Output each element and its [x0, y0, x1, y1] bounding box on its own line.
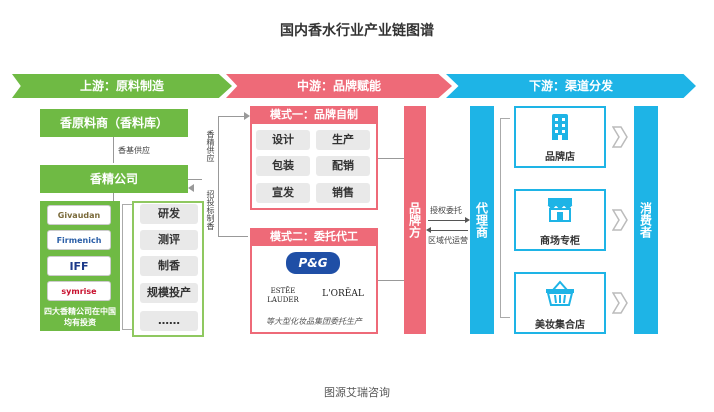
stage-upstream-label: 上游：原料制造 [79, 79, 164, 93]
fragrance-down-line [113, 193, 114, 201]
logo-symrise: symrise [47, 281, 111, 301]
building-icon [552, 114, 568, 140]
chevron-mall-counter-icon [611, 209, 628, 235]
channel-mall-counter-label: 商场专柜 [540, 236, 580, 247]
region-arrow [428, 230, 468, 231]
arrow-to-fragrance [188, 184, 194, 192]
mode2-title: 模式二：委托代工 [270, 230, 358, 243]
agent-box: 代理商 [470, 106, 494, 334]
mode2-title-bar: 模式二：委托代工 [250, 228, 378, 246]
storefront-icon [546, 196, 574, 222]
mode1-production: 生产 [316, 130, 370, 150]
task-mass-production: 规模投产 [140, 283, 198, 303]
stage-downstream-label: 下游：渠道分发 [528, 79, 613, 93]
channel-brand-store-label: 品牌店 [545, 152, 575, 163]
basket-icon [545, 280, 575, 306]
task-blending: 制香 [140, 256, 198, 276]
flavor-supply-label: 香基供应 [118, 146, 150, 155]
mode1-sales: 销售 [316, 183, 370, 203]
mode1-promotion: 宣发 [256, 183, 310, 203]
chevron-beauty-store-icon [611, 292, 628, 318]
task-evaluation: 测评 [140, 230, 198, 250]
auth-label: 授权委托 [430, 206, 462, 215]
fragrance-company-label: 香精公司 [89, 172, 138, 186]
mode1-design: 设计 [256, 130, 310, 150]
mode1-title-bar: 模式一：品牌自制 [250, 106, 378, 124]
fragrance-company-box: 香精公司 [40, 165, 188, 193]
logo-givaudan: Givaudan [47, 205, 111, 225]
auth-arrow [428, 220, 468, 221]
diagram-title: 国内香水行业产业链图谱 [280, 23, 434, 39]
mode1-to-brand-line [378, 158, 404, 159]
brand-estee-lauder-logo: ESTĒE LAUDER [267, 287, 299, 304]
agent-label: 代理商 [474, 202, 489, 238]
connector-mode2 [218, 236, 248, 237]
logos-note: 四大香精公司在中国均有投资 [44, 307, 116, 327]
brand-party-box: 品牌方 [404, 106, 426, 334]
stage-upstream: 上游：原料制造 [12, 74, 232, 98]
consumer-box: 消费者 [634, 106, 658, 334]
brand-pg-logo: P&G [286, 252, 340, 274]
mode2-to-brand-line [378, 280, 404, 281]
flavor-supply-vertical: 香精供应 [206, 130, 215, 162]
logo-firmenich: Firmenich [47, 230, 111, 250]
consumer-label: 消费者 [638, 202, 653, 238]
raw-material-box: 香原料商（香料库） [40, 109, 188, 137]
raw-to-fragrance-line [113, 137, 114, 163]
task-etc: …… [140, 311, 198, 331]
bid-label-vertical: 招投标制香 [206, 190, 215, 230]
task-research: 研发 [140, 204, 198, 224]
mode2-note: 等大型化妆品集团委托生产 [266, 317, 362, 326]
channel-bracket [500, 118, 510, 318]
task-bracket [122, 204, 132, 330]
brand-loreal-logo: L'ORĒAL [322, 289, 364, 299]
region-arrowhead [426, 227, 431, 233]
stage-midstream-label: 中游：品牌赋能 [296, 79, 381, 93]
stage-downstream: 下游：渠道分发 [446, 74, 696, 98]
source-caption: 图源艾瑞咨询 [324, 386, 390, 399]
raw-material-label: 香原料商（香料库） [59, 116, 168, 130]
brand-party-label: 品牌方 [407, 202, 422, 238]
connector-mode1 [218, 116, 248, 117]
mode1-distribution: 配销 [316, 156, 370, 176]
arrow-to-mode1 [244, 112, 250, 120]
stage-midstream: 中游：品牌赋能 [226, 74, 452, 98]
chevron-brand-store-icon [611, 126, 628, 152]
region-label: 区域代运营 [428, 236, 468, 245]
mode1-packaging: 包装 [256, 156, 310, 176]
auth-arrowhead [465, 217, 470, 223]
connector-top-h [188, 179, 202, 180]
channel-beauty-store-label: 美妆集合店 [535, 320, 585, 331]
logo-iff: IFF [47, 256, 111, 276]
connector-vert [218, 116, 219, 236]
mode1-title: 模式一：品牌自制 [270, 108, 358, 121]
